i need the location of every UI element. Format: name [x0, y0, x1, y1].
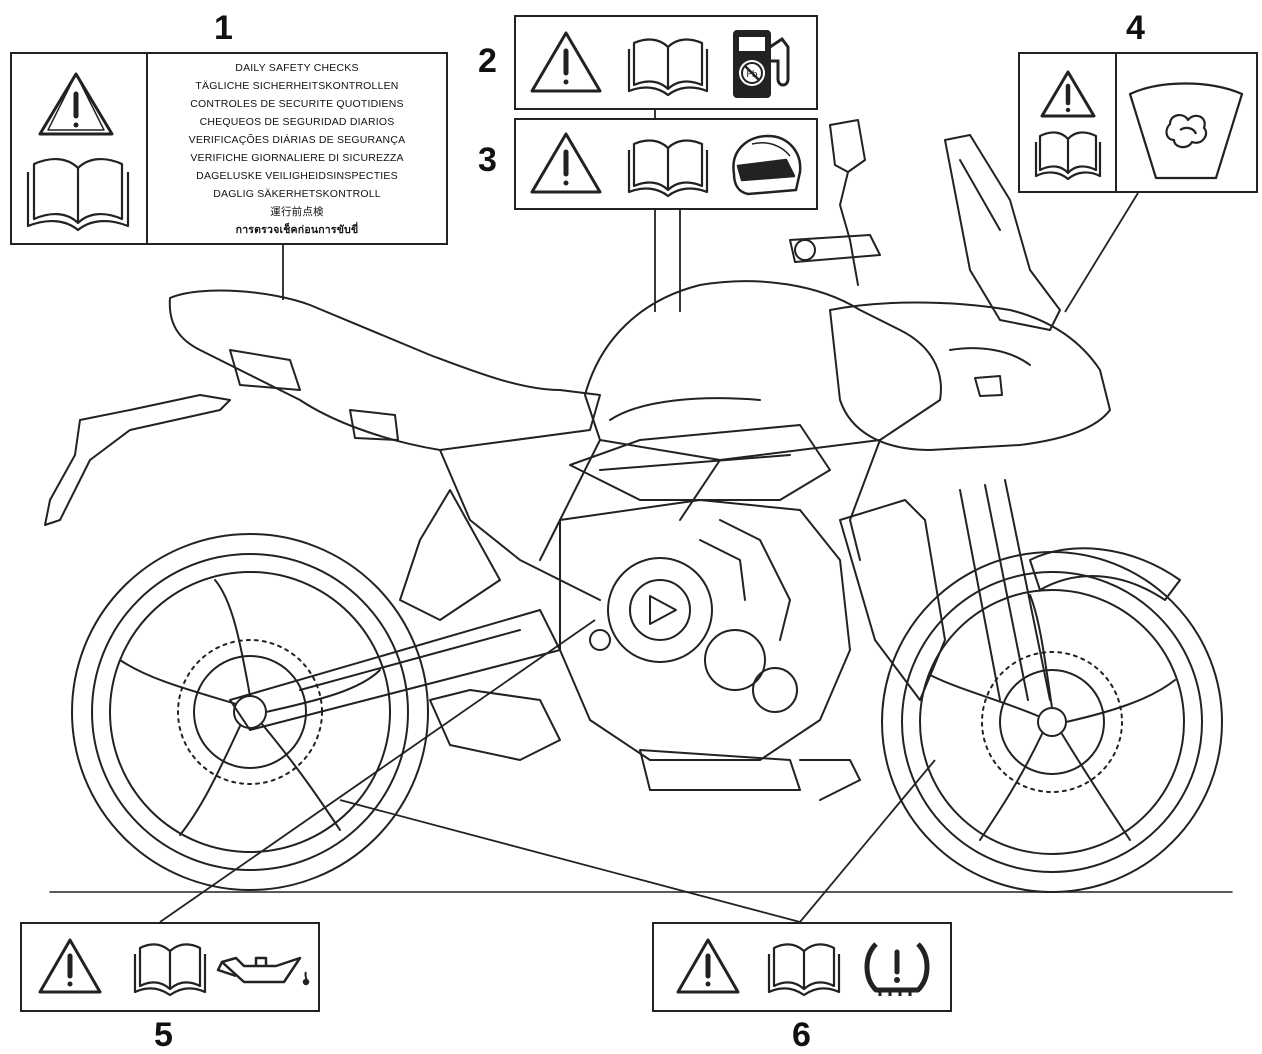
- callout-number-5: 5: [154, 1016, 173, 1054]
- label-5-oil: [20, 922, 320, 1012]
- front-fender: [1029, 547, 1181, 601]
- open-book-icon: [26, 158, 130, 232]
- label-1-line: DAGLIG SÄKERHETSKONTROLL: [213, 187, 381, 200]
- number-plate-hanger: [44, 394, 231, 526]
- oil-can-icon: [216, 956, 310, 986]
- label-2-icons: Pb: [530, 30, 790, 98]
- front-fork: [959, 479, 1051, 701]
- label-2-fuel: Pb: [514, 15, 818, 110]
- exhaust: [429, 689, 561, 761]
- warning-triangle-icon: [676, 938, 740, 994]
- windscreen: [944, 134, 1061, 331]
- handlebar: [789, 234, 881, 263]
- front-fairing: [829, 301, 1111, 451]
- fuel-pump-no-lead-icon: Pb: [733, 30, 790, 98]
- open-book-icon: [133, 943, 207, 997]
- warning-triangle-icon: [530, 31, 602, 93]
- label-3-helmet: [514, 118, 818, 210]
- label-1-line: การตรวจเช็คก่อนการขับขี่: [235, 223, 359, 236]
- label-1-line: 運行前点検: [270, 205, 324, 218]
- rear-wheel: [71, 533, 429, 891]
- frame: [439, 439, 881, 601]
- radiator-shroud: [839, 499, 946, 701]
- tail-section: [168, 289, 601, 451]
- svg-text:Pb: Pb: [746, 70, 757, 80]
- leader-lines: [159, 110, 1139, 923]
- swingarm: [229, 609, 561, 731]
- label-1-line: CHEQUEOS DE SEGURIDAD DIARIOS: [199, 115, 395, 128]
- callout-number-3: 3: [478, 141, 497, 179]
- open-book-icon: [767, 943, 841, 997]
- label-1-line: VERIFICAÇÕES DIÁRIAS DE SEGURANÇA: [188, 133, 406, 146]
- label-1-text: DAILY SAFETY CHECKS TÄGLICHE SICHERHEITS…: [146, 54, 446, 243]
- label-1-line: DAGELUSKE VEILIGHEIDSINSPECTIES: [196, 169, 398, 182]
- mirror: [829, 119, 866, 173]
- tyre-pressure-icon: [864, 942, 930, 996]
- helmet-icon: [732, 134, 802, 196]
- warning-triangle-icon: [530, 132, 602, 194]
- label-6-icons: [676, 938, 930, 997]
- label-1-line: CONTROLES DE SECURITE QUOTIDIENS: [190, 97, 404, 110]
- callout-number-4: 4: [1126, 9, 1145, 47]
- label-3-icons: [530, 132, 802, 198]
- callout-number-6: 6: [792, 1016, 811, 1054]
- label-1-icons: [26, 72, 130, 232]
- open-book-icon: [1034, 131, 1102, 181]
- warning-triangle-icon: [38, 72, 114, 136]
- callout-number-2: 2: [478, 42, 497, 80]
- label-1-daily-safety-checks: DAILY SAFETY CHECKS TÄGLICHE SICHERHEITS…: [10, 52, 448, 245]
- open-book-icon: [627, 38, 709, 97]
- label-4-windscreen: [1018, 52, 1258, 193]
- fuel-tank: [584, 280, 942, 461]
- front-wheel: [881, 551, 1223, 893]
- label-1-line: VERIFICHE GIORNALIERE DI SICUREZZA: [190, 151, 404, 164]
- label-6-tyre-pressure: [652, 922, 952, 1012]
- label-5-icons: [38, 938, 310, 997]
- windscreen-cleaning-icon: [1128, 82, 1244, 180]
- warning-triangle-icon: [1040, 70, 1096, 118]
- label-1-line: DAILY SAFETY CHECKS: [235, 61, 359, 74]
- open-book-icon: [627, 139, 709, 198]
- label-4-icons: [1034, 54, 1244, 191]
- callout-number-1: 1: [214, 9, 233, 47]
- engine: [559, 499, 851, 761]
- warning-triangle-icon: [38, 938, 102, 994]
- label-1-line: TÄGLICHE SICHERHEITSKONTROLLEN: [195, 79, 399, 92]
